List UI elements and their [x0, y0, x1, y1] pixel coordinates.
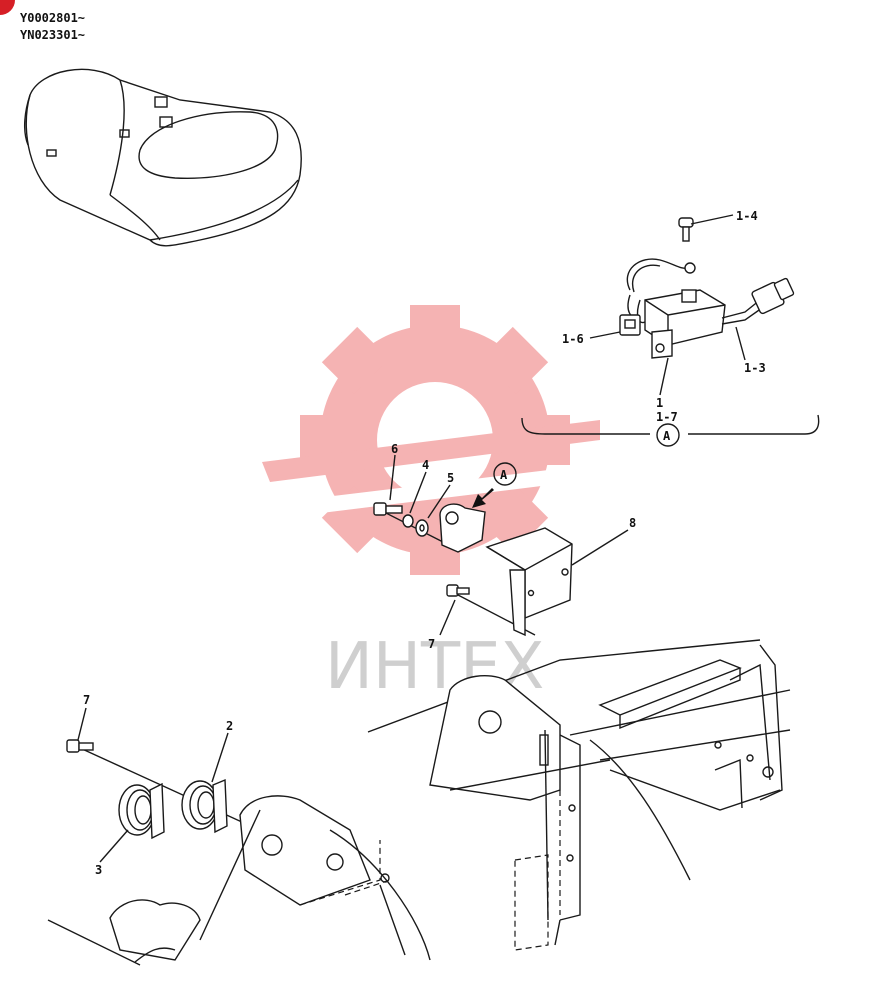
corner-badge — [0, 0, 15, 15]
serial-number-2: YN023301~ — [20, 28, 86, 42]
detail-a-marker: A — [663, 429, 671, 443]
callout-6: 6 — [391, 442, 398, 456]
callout-1-4: 1-4 — [736, 209, 758, 223]
detail-a-arrow-marker: A — [500, 468, 508, 482]
callout-5: 5 — [447, 471, 454, 485]
callout-3: 3 — [95, 863, 102, 877]
callout-2: 2 — [226, 719, 233, 733]
callout-7-middle: 7 — [428, 637, 435, 651]
detail-a-switch-assembly — [521, 214, 820, 447]
callout-7-left: 7 — [83, 693, 90, 707]
callout-1-7: 1-7 — [656, 410, 678, 424]
operator-seat — [23, 68, 302, 247]
switch-bracket-assembly — [373, 454, 629, 637]
callout-8: 8 — [629, 516, 636, 530]
watermark-gear-logo — [262, 305, 600, 575]
serial-number-1: Y0002801~ — [20, 11, 86, 25]
callout-1-3: 1-3 — [744, 361, 766, 375]
callout-1: 1 — [656, 396, 663, 410]
callout-1-6: 1-6 — [562, 332, 584, 346]
horn-assembly — [66, 707, 256, 863]
callout-4: 4 — [422, 458, 429, 472]
machine-frame — [47, 639, 791, 966]
